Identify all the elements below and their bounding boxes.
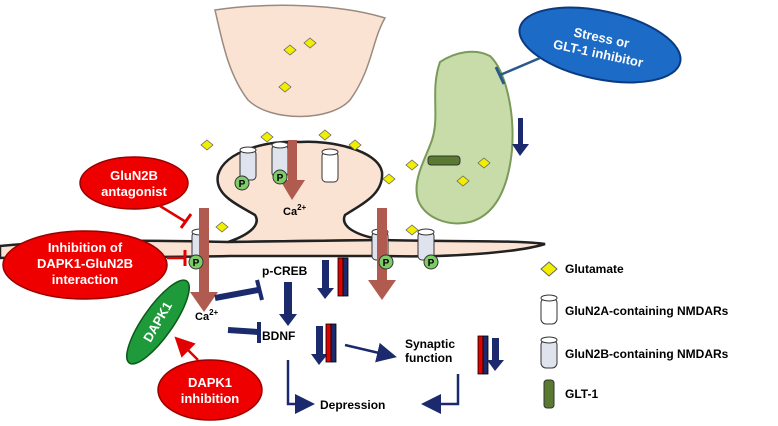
dapk1-glun2b-line1: Inhibition of	[48, 240, 123, 255]
dapk1-protein: DAPK1	[126, 279, 190, 365]
dapk1-inhibition-arrow	[174, 336, 199, 361]
glun2b-antagonist-callout: GluN2B antagonist	[79, 156, 189, 210]
stress-inhibit-bar	[494, 66, 506, 85]
glutamate-diamond	[283, 44, 297, 56]
legend: Glutamate GluN2A-containing NMDARs GluN2…	[540, 261, 729, 409]
stress-inhibits-glt1	[499, 56, 541, 77]
synaptic-to-depression-arrow	[421, 374, 460, 414]
ca-influx-arrow-spine	[280, 140, 305, 200]
glun2b-antagonist-line2: antagonist	[101, 184, 167, 199]
glutamate-diamond	[382, 173, 396, 185]
glun2b-receptor-icon	[540, 336, 558, 369]
antagonist-inhibit-bar	[179, 213, 193, 229]
dapk1-inhibition-callout: DAPK1 inhibition	[157, 359, 263, 421]
bdnf-redblue-bar	[325, 323, 337, 363]
p-creb-label: p-CREB	[262, 264, 308, 278]
glt1-decrease-arrow	[512, 118, 529, 156]
glutamate-diamond	[348, 139, 362, 151]
glutamate-diamond	[303, 37, 317, 49]
glutamate-diamond	[278, 81, 292, 93]
glutamate-diamond	[318, 129, 332, 141]
glutamate-diamond-icon	[540, 261, 558, 277]
legend-glt1: GLT-1	[565, 387, 598, 401]
dapk1-glun2b-line3: interaction	[52, 272, 119, 287]
glutamate-diamond	[405, 224, 419, 236]
dapk1-inhibition-line2: inhibition	[181, 391, 240, 406]
receptor-glun2a-spine	[321, 148, 339, 183]
glun2b-antagonist-line1: GluN2B	[110, 168, 158, 183]
legend-glutamate: Glutamate	[565, 262, 624, 276]
glutamate-diamond	[456, 175, 470, 187]
astrocyte	[415, 50, 514, 225]
phospho-label: P	[239, 179, 246, 190]
glutamate-diamond	[405, 159, 419, 171]
dapk1-glun2b-interaction-callout: Inhibition of DAPK1-GluN2B interaction	[2, 230, 168, 300]
synaptic-function-line1: Synaptic	[405, 337, 455, 351]
pcreb-redblue-bar	[337, 257, 349, 297]
bdnf-decrease-arrow	[311, 326, 328, 365]
synaptic-function-down-arrow	[487, 338, 504, 371]
legend-glun2b: GluN2B-containing NMDARs	[565, 347, 729, 361]
dapk1-inhibits-pcreb	[214, 279, 264, 301]
bdnf-to-depression-arrow	[286, 360, 315, 414]
dapk1-inhibits-bdnf	[227, 322, 261, 343]
dapk1-glun2b-line2: DAPK1-GluN2B	[37, 256, 133, 271]
ca-influx-arrow-left	[190, 208, 218, 312]
bdnf-to-synaptic-arrow	[344, 342, 397, 363]
glt1-transporter-astrocyte	[427, 155, 461, 166]
antagonist-inhibits-glun2b	[159, 204, 187, 224]
phospho-sites: P P P P P	[188, 169, 439, 270]
phospho-label: P	[193, 258, 200, 269]
pcreb-down-arrow	[279, 282, 297, 326]
glutamate-diamond	[215, 221, 229, 233]
pcreb-decrease-arrow	[317, 260, 334, 299]
glt1-transporter-icon	[543, 379, 555, 409]
presynaptic-terminal	[214, 4, 387, 118]
phospho-label: P	[277, 173, 284, 184]
glutamate-diamond	[477, 157, 491, 169]
ca-influx-arrow-right	[368, 208, 396, 300]
ca-label-spine: Ca2+	[283, 203, 307, 218]
receptor-glun2b-spine	[239, 146, 257, 181]
glutamate-diamond	[200, 139, 214, 151]
phospho-label: P	[383, 258, 390, 269]
legend-glun2a: GluN2A-containing NMDARs	[565, 304, 729, 318]
glutamate-diamond	[260, 131, 274, 143]
synaptic-function-redblue-bar	[477, 335, 489, 375]
ca-label-dendrite: Ca2+	[195, 308, 219, 323]
stress-glt1-inhibitor-callout: Stress or GLT-1 inhibitor	[518, 6, 682, 84]
bdnf-label: BDNF	[262, 329, 295, 343]
synaptic-function-line2: function	[405, 351, 452, 365]
glun2a-receptor-icon	[540, 294, 558, 325]
depression-label: Depression	[320, 398, 385, 412]
dapk1-inhibition-line1: DAPK1	[188, 375, 232, 390]
phospho-label: P	[428, 258, 435, 269]
receptor-glun2b-right-2	[417, 228, 435, 261]
